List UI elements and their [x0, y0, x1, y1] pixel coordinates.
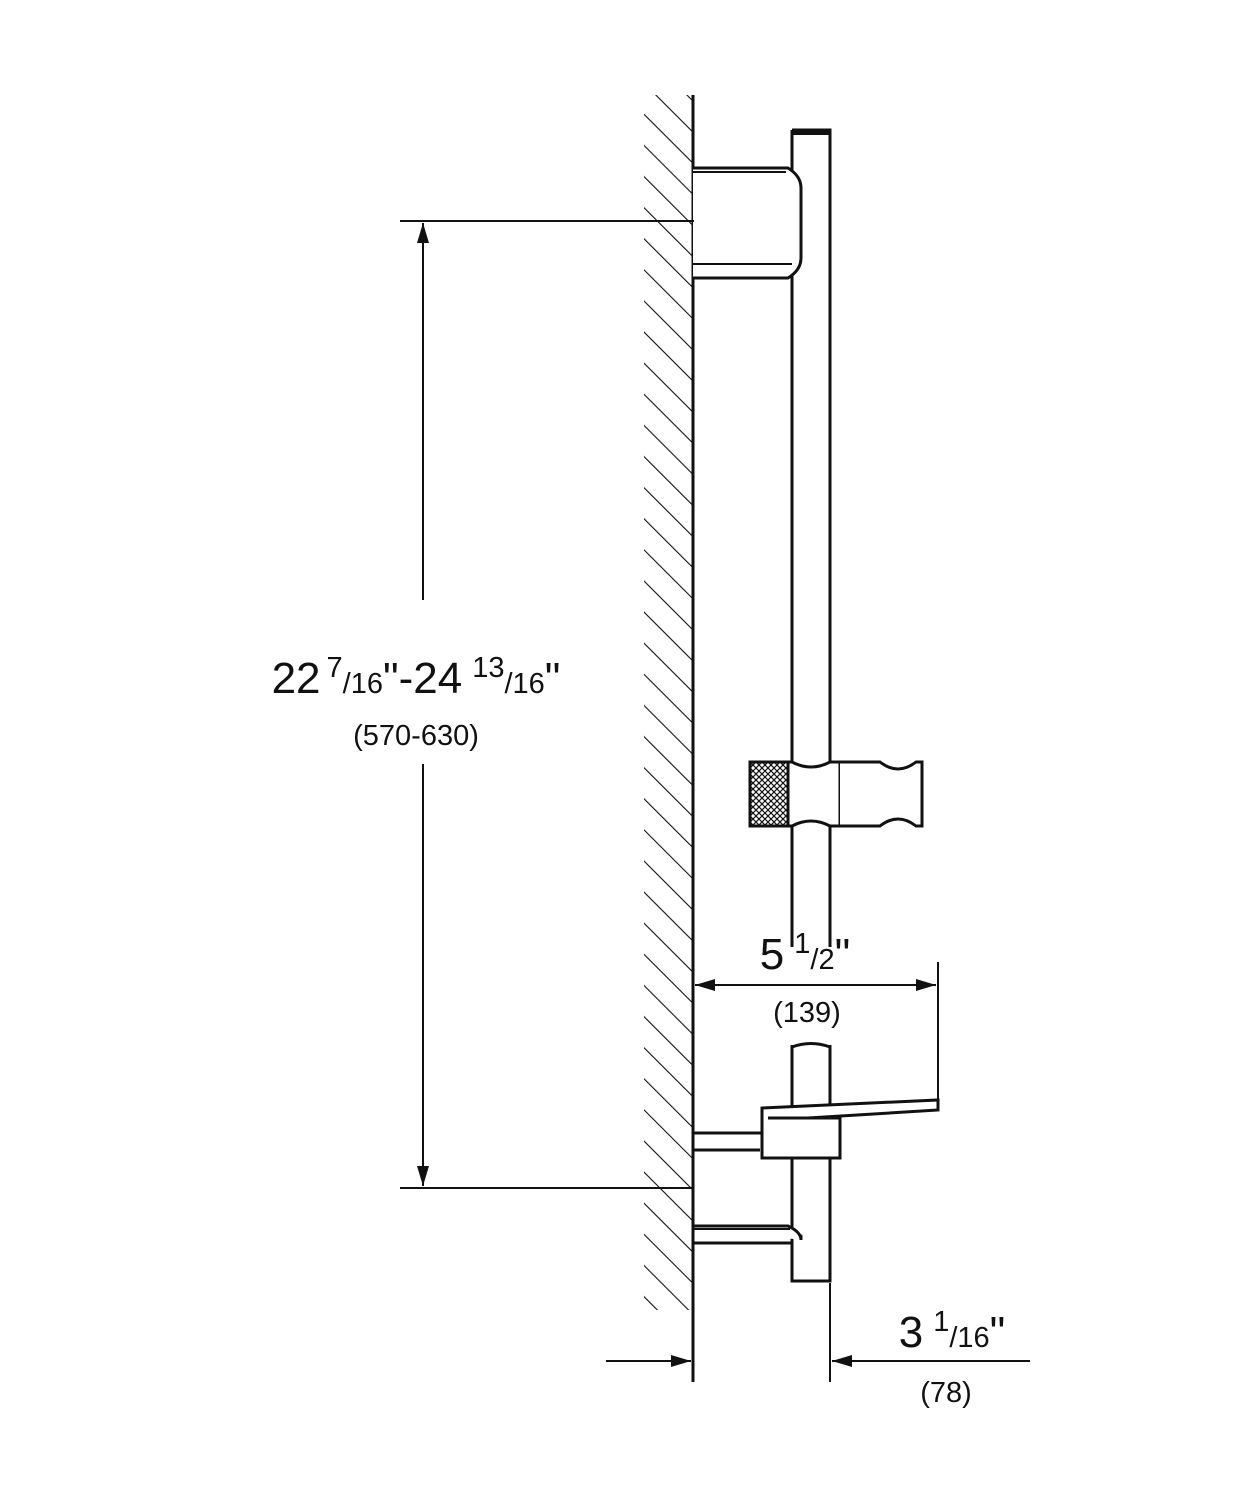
reach-inch: " [835, 930, 851, 979]
wall [644, 95, 695, 1382]
wall-hatching [644, 95, 692, 1310]
svg-text:51/2": 51/2" [760, 928, 850, 979]
shelf [760, 1098, 940, 1160]
height-whole-a: 22 [272, 654, 321, 703]
projection-inch: " [990, 1308, 1006, 1357]
reach-den: /2 [810, 944, 834, 976]
knurled-knob [748, 760, 790, 828]
svg-text:31/16": 31/16" [899, 1306, 1006, 1357]
projection-dimension [606, 1283, 1030, 1382]
projection-whole: 3 [899, 1308, 923, 1357]
rail-lower-bar [790, 1045, 832, 1283]
height-num-a: 7 [327, 652, 343, 684]
height-den-a: /16 [343, 668, 383, 700]
projection-num: 1 [933, 1306, 949, 1338]
shower-holder-slider [748, 760, 924, 828]
height-den-b: /16 [504, 668, 544, 700]
height-metric: (570-630) [353, 720, 479, 752]
upper-wall-bracket [693, 166, 803, 280]
projection-metric: (78) [920, 1377, 972, 1409]
reach-metric: (139) [773, 997, 841, 1029]
reach-dimension [692, 960, 939, 1100]
height-sep: "-24 [383, 654, 462, 703]
height-num-b: 13 [472, 652, 504, 684]
reach-num: 1 [794, 928, 810, 960]
projection-den: /16 [949, 1322, 989, 1354]
height-dimension [400, 220, 694, 1189]
height-inch: " [545, 654, 561, 703]
reach-whole: 5 [760, 930, 784, 979]
